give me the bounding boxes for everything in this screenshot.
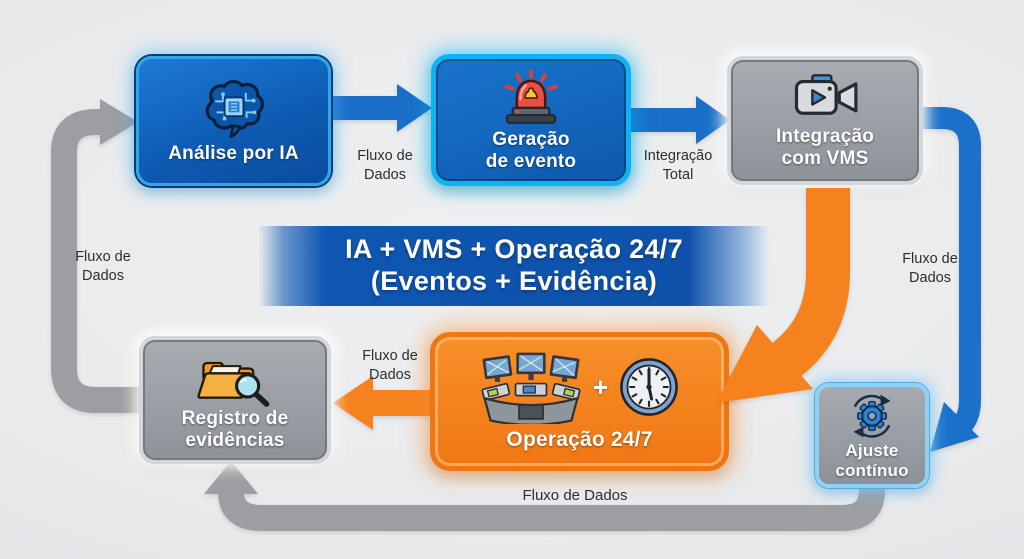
clock-icon (620, 358, 678, 417)
alarm-siren-icon (504, 69, 558, 125)
node-label: Integração com VMS (775, 125, 875, 169)
node-registro-de-evidencias: Registro de evidências (139, 336, 331, 464)
node-integracao-com-vms: Integração com VMS (727, 56, 923, 185)
control-room-icon (481, 353, 581, 425)
arrowhead-registro-to-analise (100, 99, 138, 145)
node-analise-por-ia: Análise por IA (136, 56, 331, 186)
arrowhead-vms-to-operacao (716, 325, 813, 403)
operacao-icons: + (479, 350, 680, 425)
ai-brain-chip-icon (205, 80, 264, 139)
arrowhead-ajuste-to-registro (204, 461, 258, 494)
edge-label-fluxo-de-dados-top: Fluxo de Dados (357, 148, 413, 183)
node-label: Geração de evento (485, 129, 577, 172)
edge-label-fluxo-de-dados-left: Fluxo de Dados (75, 249, 131, 284)
arrow-geracao-to-vms (631, 96, 730, 144)
node-label: Operação 24/7 (506, 428, 653, 452)
edge-label-fluxo-de-dados-right: Fluxo de Dados (902, 251, 958, 286)
folder-search-icon (197, 361, 270, 407)
node-ajuste-continuo: Ajuste contínuo (815, 383, 929, 488)
banner-line-2: (Eventos + Evidência) (370, 266, 658, 296)
banner-line-1: IA + VMS + Operação 24/7 (345, 234, 683, 265)
node-label: Ajuste contínuo (835, 440, 909, 480)
title-banner: IA + VMS + Operação 24/7 (Eventos + Evid… (258, 226, 770, 306)
plus-sign: + (592, 371, 609, 402)
node-operacao-24-7: + (430, 332, 729, 471)
arrowhead-vms-to-ajuste (930, 402, 979, 452)
arrow-analise-to-geracao (333, 84, 432, 132)
node-label: Análise por IA (168, 143, 299, 165)
edge-label-fluxo-de-dados-bottom: Fluxo de Dados (522, 487, 628, 504)
arrow-vms-to-operacao (772, 188, 850, 378)
edge-label-fluxo-de-dados-middle: Fluxo de Dados (362, 348, 418, 383)
edge-label-integracao-total: Integração Total (643, 148, 713, 183)
node-geracao-de-evento: Geração de evento (431, 54, 631, 186)
gear-cycle-icon (853, 394, 891, 438)
node-label: Registro de evidências (181, 408, 289, 451)
video-camera-icon (794, 73, 858, 115)
